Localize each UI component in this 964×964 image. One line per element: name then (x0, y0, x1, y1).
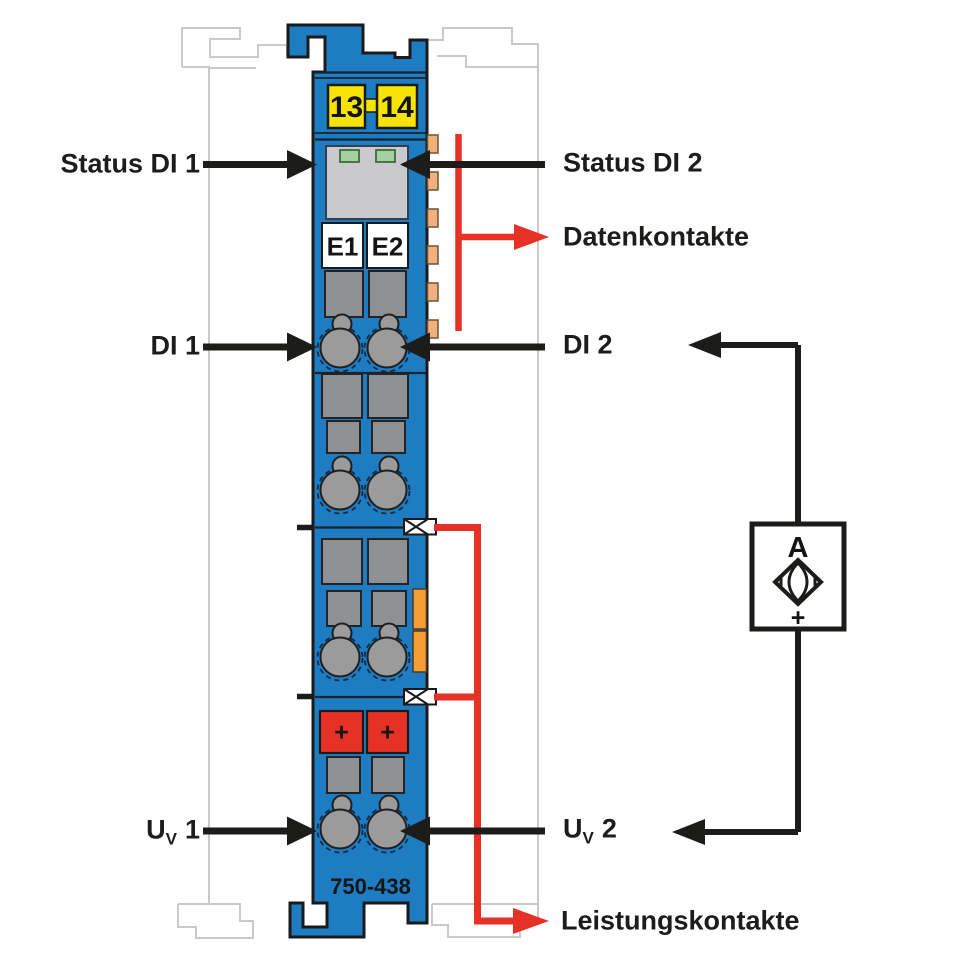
right-neighbor-bottom-outline (431, 903, 539, 938)
marking-label-14-box (375, 83, 419, 130)
callout-arrows (203, 150, 545, 846)
arrow-status-di1 (287, 150, 317, 179)
left-neighbor-bottom-outline (177, 903, 254, 939)
label-uv2-base: U (563, 813, 583, 844)
label-datenkontakte: Datenkontakte (563, 221, 750, 252)
leistungskontakte-arrowhead (513, 908, 549, 934)
right-neighbor-shelf (437, 55, 538, 68)
channel-label-e1: E1 (327, 232, 359, 262)
power-supply-symbol: A + (749, 521, 847, 632)
label-di2: DI 2 (563, 329, 613, 360)
arrow-uv2 (400, 816, 430, 846)
label-status-di2: Status DI 2 (563, 147, 703, 178)
circuit-arrow-to-di2 (688, 332, 721, 358)
datenkontakte-arrowhead (514, 224, 549, 250)
left-neighbor-front-edge (182, 66, 210, 903)
marking-label-13-box (326, 83, 367, 130)
adjacent-module-outlines (177, 27, 539, 939)
plus-marking-2: + (380, 719, 395, 747)
label-leistungskontakte-text: Leistungskontakte (561, 905, 800, 936)
label-di1-text: DI 1 (150, 330, 200, 361)
arrow-di1 (287, 332, 317, 362)
supply-symbol-polarity: + (791, 604, 806, 632)
label-uv1-base: U (146, 814, 166, 845)
label-status-di1: Status DI 1 (60, 148, 200, 179)
plus-button-1 (318, 709, 365, 755)
marking-label-13: 13 (330, 91, 363, 124)
left-neighbor-top-outline (181, 27, 288, 67)
supply-lens (787, 560, 809, 604)
label-uv1-num: 1 (184, 814, 200, 845)
channel-label-e2: E2 (372, 232, 404, 262)
plus-marking-1: + (334, 719, 349, 747)
io-module: 13 14 E1 E2 + + (286, 23, 439, 939)
label-uv2-num: 2 (601, 813, 617, 844)
led-status-di2 (375, 149, 396, 163)
led-status-di1 (339, 149, 360, 163)
label-datenkontakte-text: Datenkontakte (563, 221, 750, 252)
part-number: 750-438 (330, 874, 411, 899)
label-di1: DI 1 (150, 330, 200, 361)
supply-symbol-letter: A (788, 532, 809, 564)
red-callouts (434, 134, 549, 934)
label-leistungskontakte: Leistungskontakte (561, 905, 800, 936)
data-contacts (426, 134, 439, 339)
label-uv1-sub: V (165, 829, 177, 849)
power-contact-1 (403, 518, 437, 536)
label-uv2-sub: V (582, 828, 594, 848)
channel-label-e2-box (366, 222, 409, 269)
power-contact-2 (403, 688, 437, 706)
power-contacts-line (434, 524, 514, 925)
channel-label-e1-box (321, 222, 364, 269)
external-circuit: A + (672, 332, 847, 845)
circuit-arrow-to-uv2 (672, 819, 705, 845)
arrow-status-di2 (400, 150, 430, 179)
locking-latch-upper (412, 588, 428, 630)
label-status-di2-text: Status DI 2 (563, 147, 703, 178)
locking-latch-lower (412, 630, 428, 673)
plus-button-2 (365, 709, 410, 755)
right-neighbor-top-outline (427, 27, 539, 67)
marking-label-14: 14 (380, 91, 414, 124)
arrow-uv1 (287, 816, 317, 846)
label-di2-text: DI 2 (563, 329, 613, 360)
label-status-di1-text: Status DI 1 (60, 148, 200, 179)
arrow-di2 (400, 332, 430, 362)
